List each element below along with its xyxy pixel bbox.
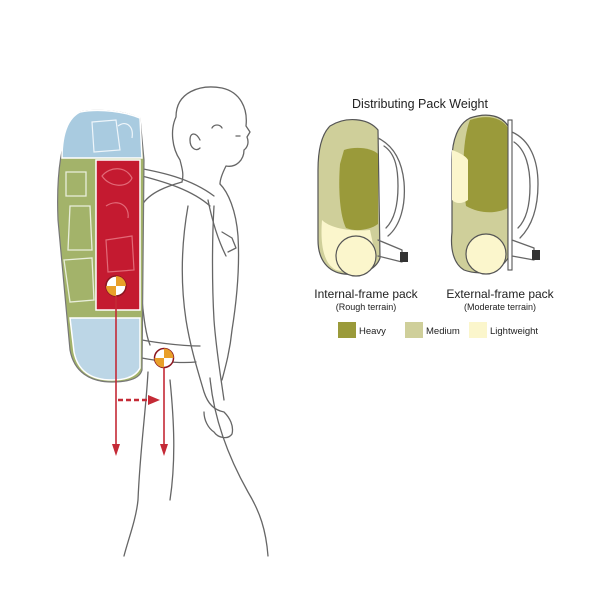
external-pack-terrain: (Moderate terrain) (464, 302, 536, 312)
legend-label-lightweight: Lightweight (490, 326, 538, 337)
external-pack-label: External-frame pack (446, 287, 554, 301)
core-zone (95, 159, 141, 311)
legend-label-heavy: Heavy (359, 326, 386, 337)
diagram-title: Distributing Pack Weight (352, 97, 488, 111)
legend: Heavy Medium Lightweight (338, 322, 538, 338)
hiker-arm (181, 205, 234, 439)
internal-frame-pack-diagram (317, 119, 408, 277)
backpack-cutaway-icon (57, 109, 145, 383)
internal-pack-label: Internal-frame pack (314, 287, 418, 301)
weight-shift-arrow (112, 296, 168, 456)
legend-swatch-medium (405, 322, 423, 338)
legend-swatch-lightweight (469, 322, 487, 338)
hip-balance-icon (153, 347, 175, 369)
hiker-torso (139, 181, 183, 346)
external-frame-pack-diagram (450, 114, 540, 275)
internal-pack-terrain: (Rough terrain) (336, 302, 397, 312)
hiker-figure (123, 86, 269, 557)
bottom-zone (69, 317, 141, 381)
legend-label-medium: Medium (426, 326, 460, 337)
hiker-head (171, 86, 251, 185)
legend-swatch-heavy (338, 322, 356, 338)
center-of-gravity-icon (105, 275, 127, 297)
top-zone (61, 109, 143, 159)
